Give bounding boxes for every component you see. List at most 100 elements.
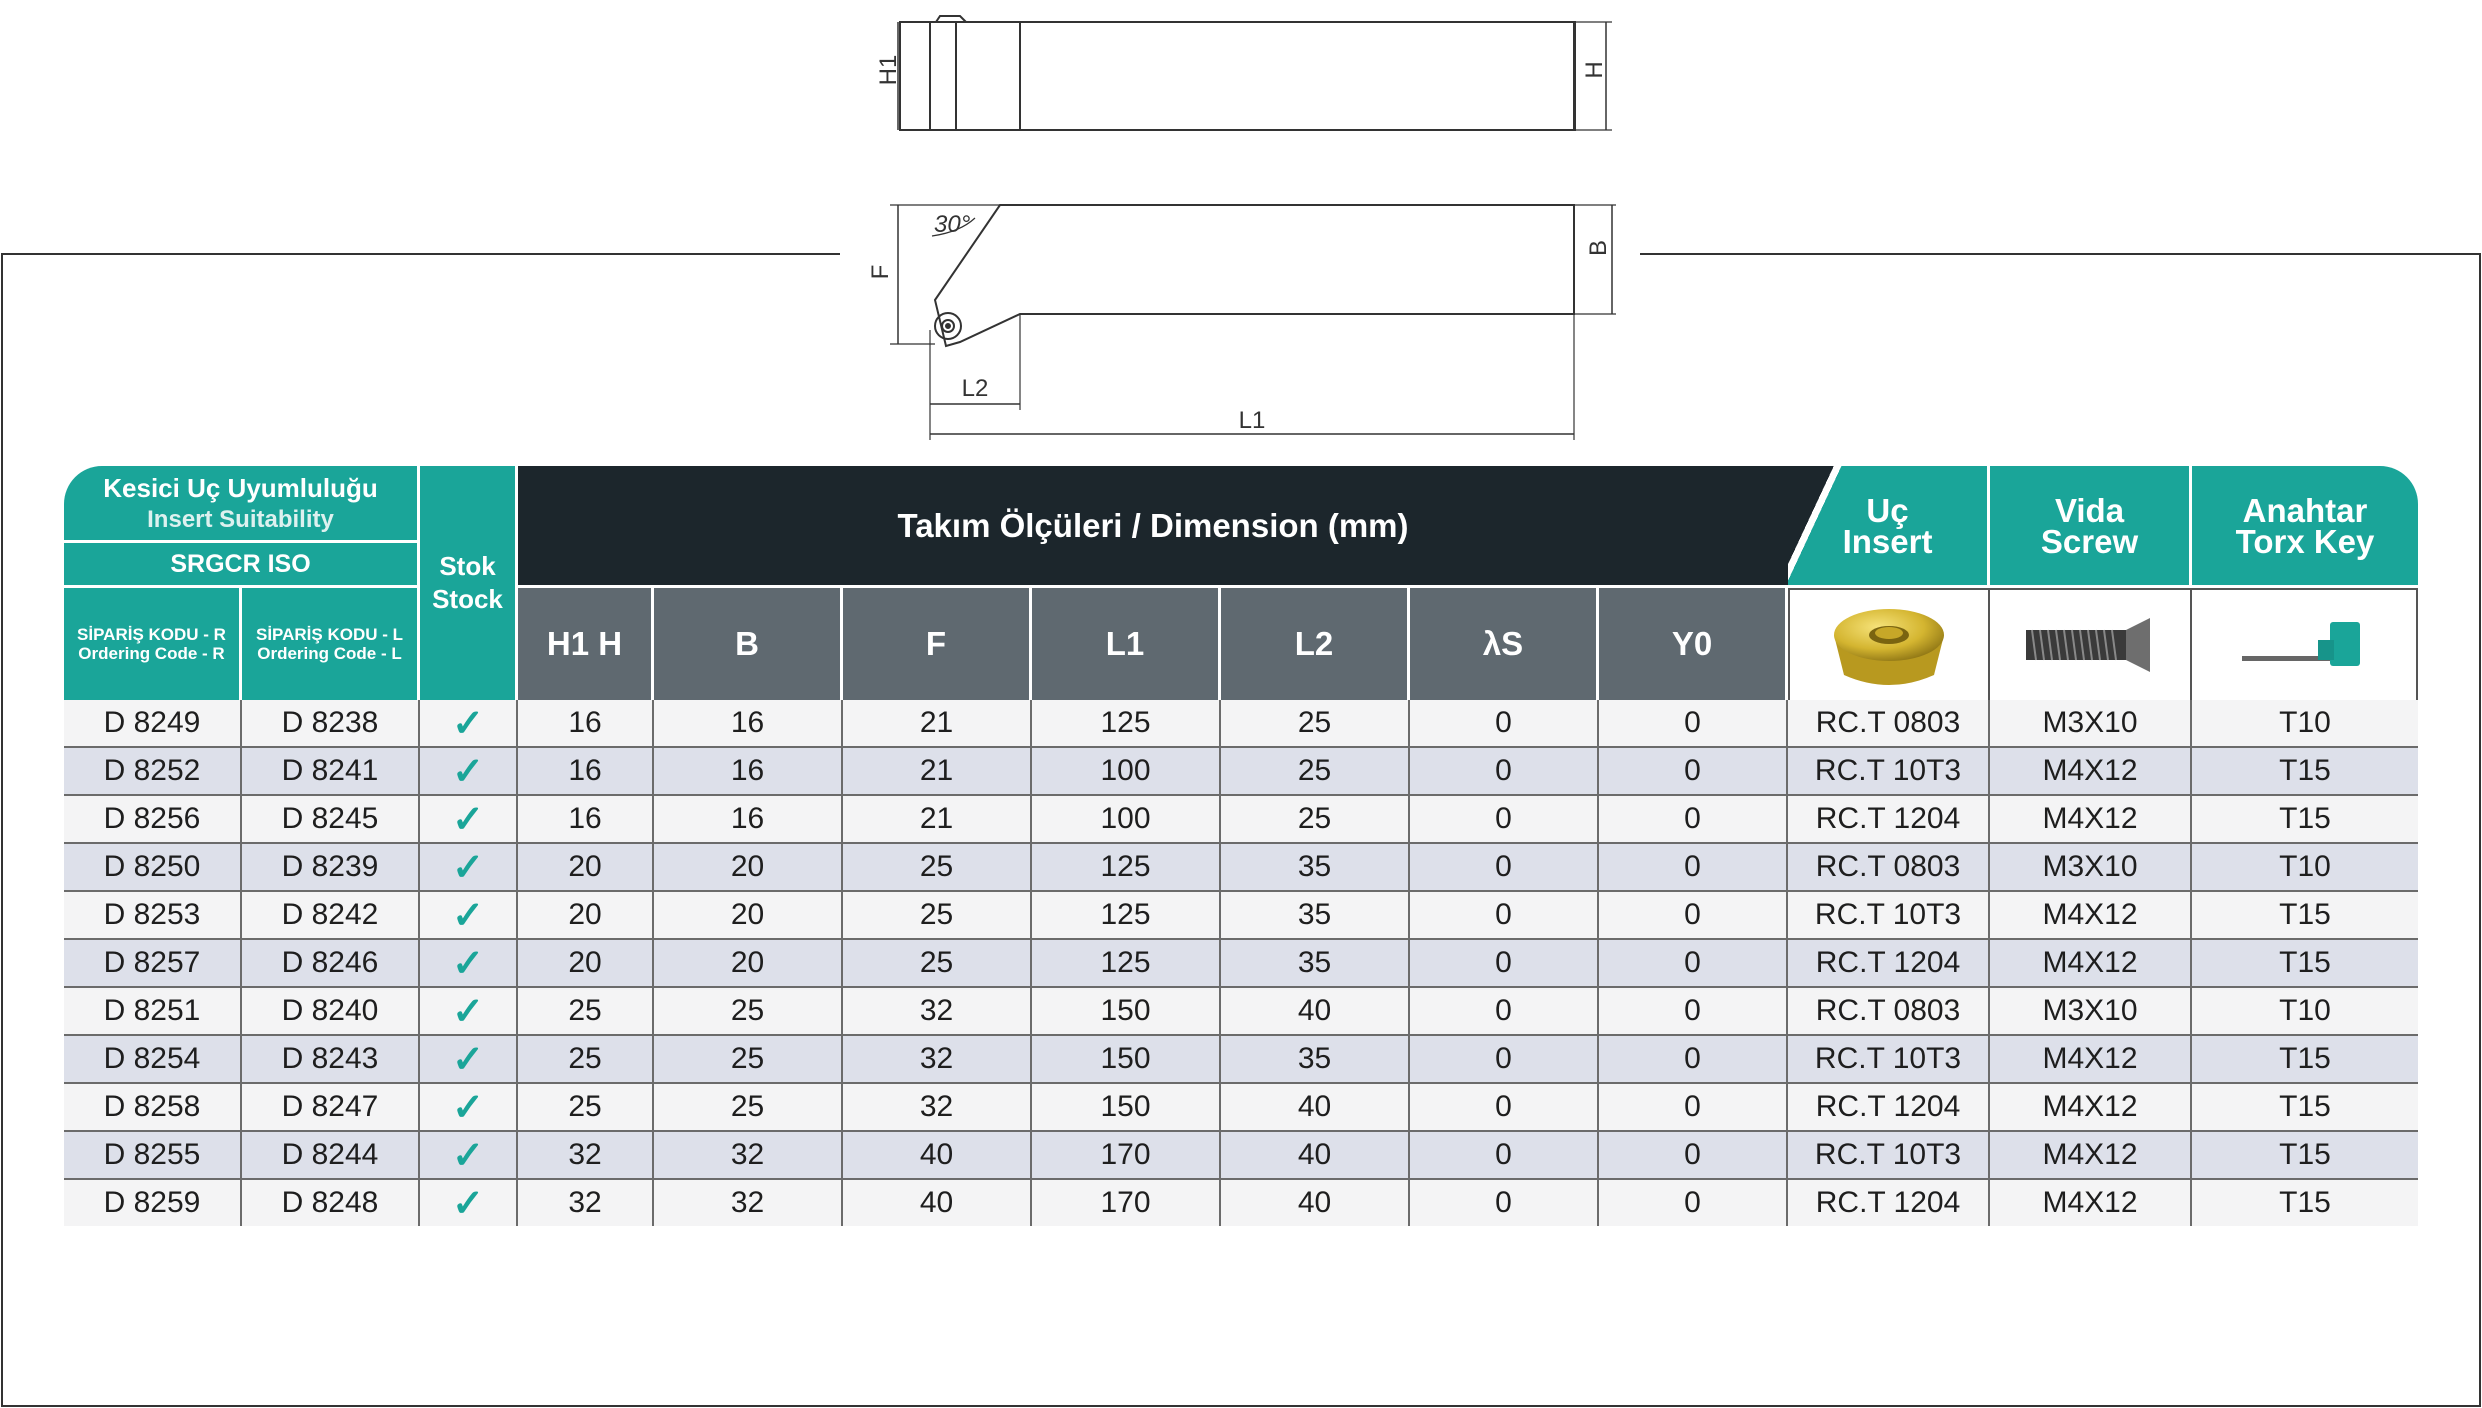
cell-screw-code: M3X10 (1990, 988, 2193, 1036)
cell-order-code-r: D 8250 (64, 844, 242, 892)
cell-stock-check: ✓ (420, 844, 518, 892)
cell-l1: 170 (1032, 1132, 1221, 1180)
cell-b: 25 (654, 1036, 843, 1084)
top-view-drawing (890, 204, 1616, 440)
cell-key-code: T15 (2192, 1132, 2419, 1180)
cell-h1h: 16 (518, 748, 654, 796)
col-header-h1h: H1 H (518, 588, 654, 700)
cell-f: 40 (843, 1132, 1032, 1180)
cell-insert-code: RC.T 0803 (1788, 844, 1991, 892)
cell-key-code: T15 (2192, 1036, 2419, 1084)
screw-image (1990, 588, 2193, 700)
cell-f: 32 (843, 988, 1032, 1036)
cell-h1h: 25 (518, 988, 654, 1036)
cell-h1h: 16 (518, 700, 654, 748)
cell-l2: 40 (1221, 1132, 1410, 1180)
cell-l2: 40 (1221, 988, 1410, 1036)
cell-lambda-s: 0 (1410, 892, 1599, 940)
label-b: B (1585, 240, 1612, 256)
cell-screw-code: M4X12 (1990, 796, 2193, 844)
cell-y0: 0 (1599, 1132, 1789, 1180)
cell-l1: 100 (1032, 748, 1221, 796)
cell-l1: 150 (1032, 1084, 1221, 1132)
cell-screw-code: M3X10 (1990, 844, 2193, 892)
cell-y0: 0 (1599, 748, 1789, 796)
cell-f: 21 (843, 796, 1032, 844)
cell-insert-code: RC.T 10T3 (1788, 1036, 1991, 1084)
screw-icon (2026, 618, 2151, 672)
cell-order-code-l: D 8239 (242, 844, 420, 892)
cell-order-code-l: D 8247 (242, 1084, 420, 1132)
cell-b: 25 (654, 1084, 843, 1132)
cell-insert-code: RC.T 10T3 (1788, 1132, 1991, 1180)
cell-h1h: 20 (518, 844, 654, 892)
cell-l2: 35 (1221, 844, 1410, 892)
cell-insert-code: RC.T 1204 (1788, 796, 1991, 844)
cell-insert-code: RC.T 1204 (1788, 940, 1991, 988)
cell-l2: 25 (1221, 748, 1410, 796)
cell-screw-code: M4X12 (1990, 1132, 2193, 1180)
cell-h1h: 16 (518, 796, 654, 844)
cell-l1: 100 (1032, 796, 1221, 844)
cell-order-code-r: D 8253 (64, 892, 242, 940)
cell-b: 16 (654, 796, 843, 844)
cell-l2: 35 (1221, 940, 1410, 988)
cell-screw-code: M4X12 (1990, 1036, 2193, 1084)
cell-lambda-s: 0 (1410, 748, 1599, 796)
cell-y0: 0 (1599, 844, 1789, 892)
cell-order-code-r: D 8251 (64, 988, 242, 1036)
label-f: F (867, 265, 894, 280)
label-angle: 30° (934, 211, 971, 238)
cell-b: 20 (654, 844, 843, 892)
cell-screw-code: M4X12 (1990, 1084, 2193, 1132)
cell-order-code-l: D 8238 (242, 700, 420, 748)
cell-h1h: 20 (518, 940, 654, 988)
cell-h1h: 20 (518, 892, 654, 940)
cell-l2: 25 (1221, 796, 1410, 844)
label-l1: L1 (1239, 407, 1266, 434)
cell-y0: 0 (1599, 988, 1789, 1036)
cell-key-code: T15 (2192, 1084, 2419, 1132)
side-view-drawing (897, 15, 1612, 131)
cell-order-code-r: D 8259 (64, 1180, 242, 1226)
cell-insert-code: RC.T 10T3 (1788, 748, 1991, 796)
cell-order-code-r: D 8252 (64, 748, 242, 796)
cell-h1h: 32 (518, 1180, 654, 1226)
insert-icon (1834, 609, 1945, 685)
cell-stock-check: ✓ (420, 796, 518, 844)
cell-order-code-r: D 8254 (64, 1036, 242, 1084)
cell-l1: 150 (1032, 988, 1221, 1036)
cell-f: 21 (843, 700, 1032, 748)
col-header-l1: L1 (1032, 588, 1221, 700)
spec-table: Kesici Uç Uyumluluğu Insert Suitability … (64, 466, 2419, 1226)
cell-order-code-l: D 8248 (242, 1180, 420, 1226)
insert-suitability-header: Kesici Uç Uyumluluğu Insert Suitability (64, 466, 420, 543)
label-h1: H1 (875, 55, 902, 86)
key-header: Anahtar Torx Key (2192, 466, 2419, 588)
cell-lambda-s: 0 (1410, 700, 1599, 748)
cell-order-code-r: D 8255 (64, 1132, 242, 1180)
cell-stock-check: ✓ (420, 1084, 518, 1132)
cell-insert-code: RC.T 10T3 (1788, 892, 1991, 940)
stock-header: Stok Stock (420, 466, 518, 700)
cell-stock-check: ✓ (420, 940, 518, 988)
cell-y0: 0 (1599, 892, 1789, 940)
cell-lambda-s: 0 (1410, 940, 1599, 988)
cell-f: 25 (843, 844, 1032, 892)
col-header-lambda-s: λS (1410, 588, 1599, 700)
cell-screw-code: M4X12 (1990, 892, 2193, 940)
cell-b: 16 (654, 700, 843, 748)
cell-y0: 0 (1599, 700, 1789, 748)
cell-stock-check: ✓ (420, 1180, 518, 1226)
cell-l1: 170 (1032, 1180, 1221, 1226)
cell-order-code-l: D 8240 (242, 988, 420, 1036)
cell-y0: 0 (1599, 796, 1789, 844)
cell-y0: 0 (1599, 1036, 1789, 1084)
cell-order-code-l: D 8244 (242, 1132, 420, 1180)
